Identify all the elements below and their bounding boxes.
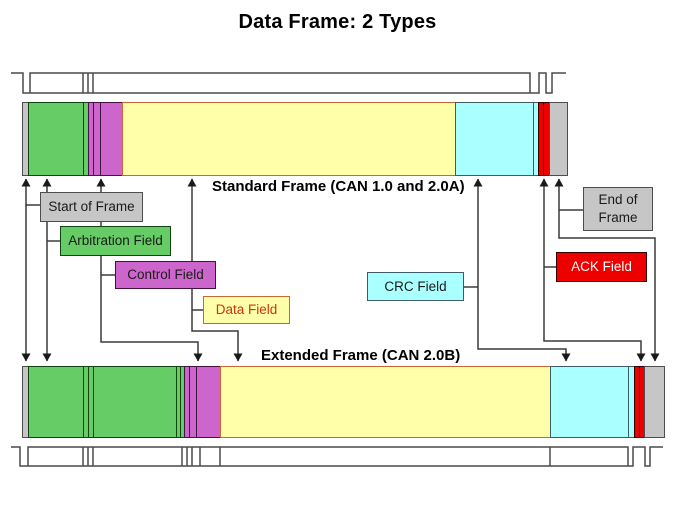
bus-signal-waveforms: [11, 72, 663, 467]
extended-frame-signal: [11, 446, 663, 467]
crc-connector: [473, 178, 571, 362]
start-of-frame-label: Start of Frame: [40, 192, 143, 222]
segment-ctl: [196, 366, 221, 438]
extended-frame-bar: [22, 366, 665, 438]
ack-field-label: ACK Field: [556, 252, 647, 282]
segment-ctl: [100, 102, 123, 176]
control-field-label: Control Field: [115, 261, 216, 289]
eof-connector: [554, 178, 660, 362]
extended-frame-caption: Extended Frame (CAN 2.0B): [261, 347, 461, 364]
data-field-label: Data Field: [203, 296, 290, 324]
segment-arb: [28, 366, 84, 438]
standard-frame-bar: [22, 102, 568, 176]
segment-crc: [550, 366, 629, 438]
field-pointer-lines: [21, 178, 660, 362]
crc-field-label: CRC Field: [367, 272, 464, 301]
arbitration-field-label: Arbitration Field: [60, 226, 171, 256]
segment-data: [122, 102, 456, 176]
segment-arb: [93, 366, 177, 438]
segment-eof: [549, 102, 568, 176]
end-of-frame-label: End of Frame: [583, 187, 653, 231]
standard-frame-signal: [11, 72, 566, 94]
segment-data: [220, 366, 551, 438]
standard-frame-caption: Standard Frame (CAN 1.0 and 2.0A): [212, 178, 465, 195]
segment-eof: [644, 366, 665, 438]
data-connector: [187, 178, 243, 362]
segment-arb: [28, 102, 84, 176]
page-title: Data Frame: 2 Types: [238, 11, 437, 33]
segment-crc: [455, 102, 534, 176]
